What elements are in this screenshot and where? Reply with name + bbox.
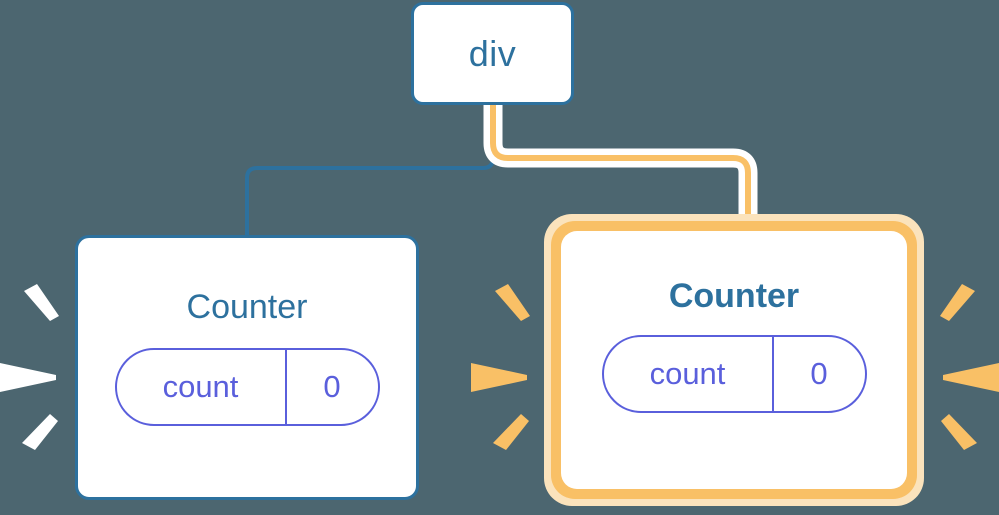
- state-value: 0: [810, 356, 828, 391]
- sparkle-ray-middle-icon: [471, 363, 527, 392]
- node-counter-right[interactable]: Counter count 0: [561, 231, 907, 489]
- sparkle-right-counter-left: [471, 284, 530, 450]
- sparkle-left-counter-left: [0, 284, 59, 450]
- sparkle-right-counter-right: [940, 284, 999, 450]
- sparkle-ray-upper-icon: [940, 284, 975, 321]
- node-div-label: div: [468, 32, 517, 74]
- state-pill-counter-left: count 0: [114, 348, 380, 426]
- sparkle-ray-lower-icon: [941, 414, 977, 450]
- sparkle-ray-upper-icon: [495, 284, 530, 321]
- sparkle-ray-middle-icon: [0, 363, 56, 392]
- state-pill-counter-right: count 0: [601, 335, 867, 413]
- state-key: count: [117, 350, 287, 424]
- state-value: 0: [323, 369, 341, 404]
- sparkle-ray-middle-icon: [943, 363, 999, 392]
- node-counter-left-label: Counter: [186, 288, 308, 326]
- connector-div-to-counter-right: [490, 100, 751, 236]
- sparkle-ray-lower-icon: [493, 414, 529, 450]
- sparkle-ray-upper-icon: [24, 284, 59, 321]
- sparkle-ray-lower-icon: [22, 414, 58, 450]
- node-counter-right-label: Counter: [668, 277, 800, 315]
- node-counter-left[interactable]: Counter count 0: [75, 235, 419, 500]
- state-key: count: [604, 337, 774, 411]
- node-div[interactable]: div: [411, 2, 574, 105]
